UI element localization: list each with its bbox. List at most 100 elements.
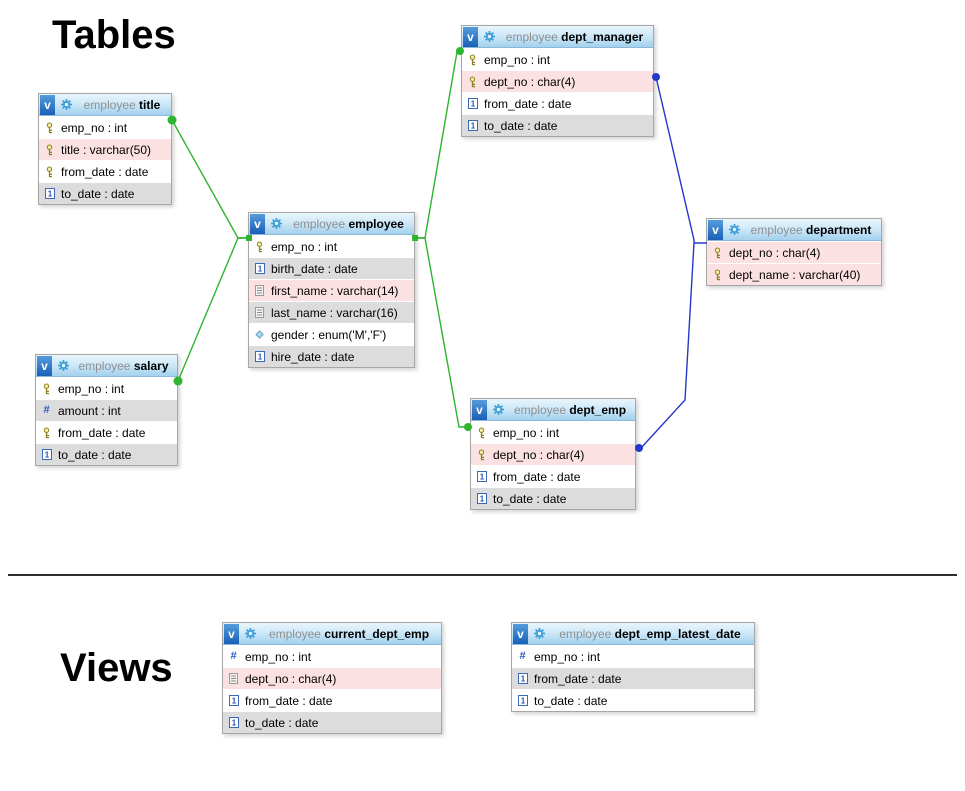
date-column-icon: 1 [516, 673, 529, 684]
column-definition: emp_no : int [484, 52, 551, 67]
column-definition: birth_date : date [271, 261, 358, 276]
column-definition: from_date : date [493, 469, 581, 484]
gear-icon[interactable] [492, 403, 505, 416]
primary-key-icon [40, 427, 53, 439]
gear-icon[interactable] [57, 359, 70, 372]
gear-icon[interactable] [533, 627, 546, 640]
table-name: current_dept_emp [324, 626, 430, 641]
table-title: employee dept_manager [496, 30, 653, 44]
view-toggle-button[interactable]: v [250, 213, 265, 234]
primary-key-icon [43, 144, 56, 156]
entity-department[interactable]: v employee department dept_no : char(4)dep… [706, 218, 882, 286]
primary-key-icon [40, 383, 53, 395]
svg-text:1: 1 [470, 122, 475, 131]
date-column-icon: 1 [516, 695, 529, 706]
schema-name: employee [78, 358, 131, 373]
gear-icon[interactable] [728, 223, 741, 236]
column-definition: to_date : date [58, 447, 132, 462]
schema-name: employee [750, 222, 803, 237]
view-toggle-button[interactable]: v [472, 399, 487, 420]
column-row[interactable]: emp_no : int [39, 116, 171, 138]
column-row[interactable]: emp_no : int [249, 235, 414, 257]
date-column-icon: 1 [253, 263, 266, 274]
view-toggle-button[interactable]: v [224, 623, 239, 644]
svg-text:1: 1 [520, 697, 525, 706]
column-definition: emp_no : int [534, 649, 601, 664]
entity-dept-manager[interactable]: v employee dept_manager emp_no : int dept_n… [461, 25, 654, 137]
gear-icon[interactable] [483, 30, 496, 43]
table-title: employee department [741, 223, 881, 237]
table-header[interactable]: v employee dept_emp_latest_date [512, 623, 754, 645]
column-row[interactable]: emp_no : int [462, 48, 653, 70]
entity-dept-emp-latest-date[interactable]: v employee dept_emp_latest_date #emp_no : … [511, 622, 755, 712]
column-row[interactable]: title : varchar(50) [39, 138, 171, 160]
gear-icon[interactable] [270, 217, 283, 230]
column-row[interactable]: dept_no : char(4) [707, 241, 881, 263]
view-toggle-button[interactable]: v [40, 94, 55, 115]
primary-key-icon [253, 241, 266, 253]
view-toggle-button[interactable]: v [513, 623, 528, 644]
column-definition: emp_no : int [245, 649, 312, 664]
column-row[interactable]: first_name : varchar(14) [249, 279, 414, 301]
column-definition: emp_no : int [493, 425, 560, 440]
view-toggle-button[interactable]: v [37, 355, 52, 376]
column-row[interactable]: dept_no : char(4) [471, 443, 635, 465]
column-definition: from_date : date [61, 164, 149, 179]
column-row[interactable]: emp_no : int [471, 421, 635, 443]
view-toggle-button[interactable]: v [463, 26, 478, 47]
table-header[interactable]: v employee dept_emp [471, 399, 635, 421]
column-row[interactable]: from_date : date [39, 160, 171, 182]
column-row[interactable]: emp_no : int [36, 377, 177, 399]
table-header[interactable]: v employee department [707, 219, 881, 241]
table-header[interactable]: v employee dept_manager [462, 26, 653, 48]
column-row[interactable]: #amount : int [36, 399, 177, 421]
gear-icon[interactable] [60, 98, 73, 111]
schema-name: employee [559, 626, 612, 641]
column-row[interactable]: gender : enum('M','F') [249, 323, 414, 345]
table-title: employee dept_emp_latest_date [546, 627, 754, 641]
column-row[interactable]: last_name : varchar(16) [249, 301, 414, 323]
gear-icon[interactable] [244, 627, 257, 640]
date-column-icon: 1 [475, 493, 488, 504]
view-toggle-button[interactable]: v [708, 219, 723, 240]
column-definition: first_name : varchar(14) [271, 283, 399, 298]
column-row[interactable]: 1 birth_date : date [249, 257, 414, 279]
column-row[interactable]: #emp_no : int [512, 645, 754, 667]
column-row[interactable]: dept_no : char(4) [223, 667, 441, 689]
column-row[interactable]: #emp_no : int [223, 645, 441, 667]
schema-name: employee [293, 216, 346, 231]
column-definition: from_date : date [245, 693, 333, 708]
section-divider [8, 574, 957, 576]
entity-dept-emp[interactable]: v employee dept_emp emp_no : int dept_no : … [470, 398, 636, 510]
column-row[interactable]: dept_no : char(4) [462, 70, 653, 92]
relation-line-employee-dept-manager [415, 51, 462, 239]
table-title: employee dept_emp [505, 403, 635, 417]
relation-line-dept-emp-department [640, 242, 695, 449]
table-title: employee current_dept_emp [257, 627, 441, 641]
column-definition: emp_no : int [271, 239, 338, 254]
table-header[interactable]: v employee current_dept_emp [223, 623, 441, 645]
column-definition: dept_no : char(4) [493, 447, 585, 462]
column-row[interactable]: dept_name : varchar(40) [707, 263, 881, 285]
svg-text:1: 1 [470, 100, 475, 109]
column-row[interactable]: from_date : date [36, 421, 177, 443]
